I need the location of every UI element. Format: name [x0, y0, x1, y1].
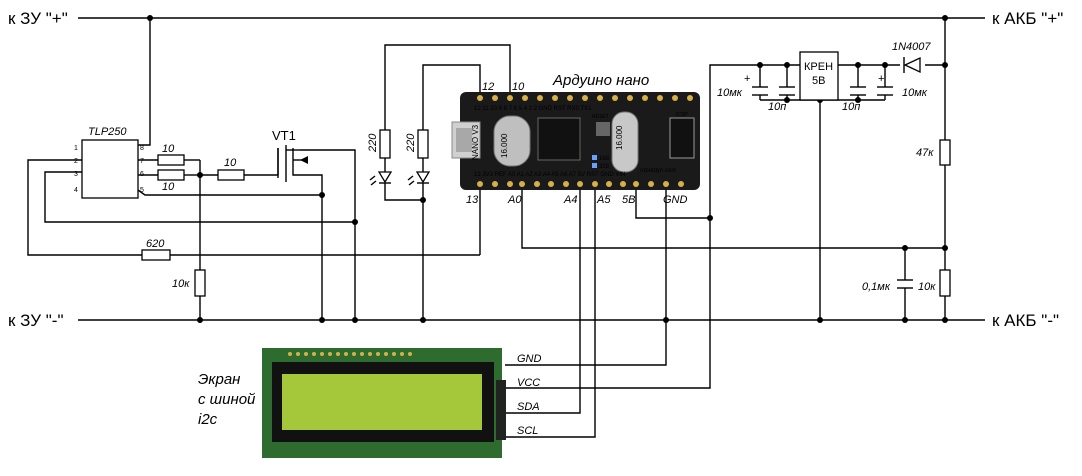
- svg-text:10к: 10к: [172, 278, 190, 290]
- svg-text:5В: 5В: [812, 75, 825, 87]
- svg-text:328: 328: [599, 164, 610, 170]
- battery-minus-label: к АКБ "-": [992, 311, 1059, 330]
- pin-12-label: 12: [482, 81, 494, 93]
- svg-text:0,1мк: 0,1мк: [862, 281, 891, 293]
- svg-text:3: 3: [74, 171, 78, 178]
- svg-text:10: 10: [162, 181, 175, 193]
- pin-13-label: 13: [466, 194, 479, 206]
- resistor-r3: 10: [217, 157, 245, 181]
- lcd-pin-scl: SCL: [517, 425, 538, 437]
- cap-0-1mk: 0,1мк: [862, 279, 913, 293]
- pin-a4-label: A4: [563, 194, 577, 206]
- resistor-10k-divider: 10к: [918, 269, 951, 297]
- svg-text:10мк: 10мк: [717, 87, 743, 99]
- svg-text:10к: 10к: [918, 281, 936, 293]
- lcd-caption-1: Экран: [198, 371, 240, 388]
- svg-text:RESET: RESET: [592, 114, 609, 120]
- svg-text:4: 4: [74, 187, 78, 194]
- svg-text:47к: 47к: [916, 147, 934, 159]
- lcd-pin-vcc: VCC: [517, 377, 540, 389]
- svg-text:robotdyn.com: robotdyn.com: [640, 168, 676, 174]
- svg-text:10: 10: [224, 157, 237, 169]
- svg-text:5: 5: [140, 187, 144, 194]
- svg-text:КРЕН: КРЕН: [804, 61, 833, 73]
- transistor-vt1: VT1: [272, 128, 308, 182]
- junction-dots: [147, 15, 948, 323]
- svg-text:168: 168: [599, 156, 610, 162]
- svg-text:NANO V3: NANO V3: [471, 124, 480, 160]
- lcd-pin-sda: SDA: [517, 401, 540, 413]
- svg-text:8: 8: [140, 145, 144, 152]
- wires: [27, 17, 985, 438]
- arduino-nano-board: Ардуино нано 16.000 16.000 RESET NANO V3…: [451, 72, 700, 190]
- svg-text:10мк: 10мк: [902, 87, 928, 99]
- svg-text:10: 10: [162, 143, 175, 155]
- svg-text:620: 620: [146, 238, 165, 250]
- svg-text:16.000: 16.000: [500, 133, 509, 158]
- resistor-47k: 47к: [916, 139, 951, 166]
- lcd-screen: [282, 374, 482, 430]
- svg-text:13 3V3 REF A0 A1 A2 A3 A4 A5 A: 13 3V3 REF A0 A1 A2 A3 A4 A5 A6 A7 5V RS…: [474, 172, 625, 178]
- svg-text:+: +: [878, 73, 884, 85]
- lcd-caption-2: с шиной: [198, 391, 256, 408]
- charger-plus-label: к ЗУ "+": [8, 9, 68, 28]
- resistor-r2: 10: [157, 169, 185, 193]
- pin-a5-label: A5: [596, 194, 611, 206]
- cap-10n-left: 10п: [768, 86, 795, 113]
- optocoupler-tlp250: TLP250 1 2 3 4 8 7 6 5: [74, 126, 144, 199]
- led-2: [407, 171, 431, 188]
- svg-text:2: 2: [74, 158, 78, 165]
- cap-10n-right: 10п: [842, 86, 866, 113]
- charger-minus-label: к ЗУ "-": [8, 311, 64, 330]
- svg-text:+: +: [744, 73, 750, 85]
- pin-gnd-label: GND: [663, 194, 688, 206]
- resistor-r1: 10: [157, 143, 185, 166]
- svg-text:12 11 10 9 8 7 6 5 4 3 2 GND R: 12 11 10 9 8 7 6 5 4 3 2 GND RST RX0 TX1: [474, 106, 592, 112]
- svg-text:220: 220: [367, 133, 379, 153]
- voltage-regulator: КРЕН 5В: [799, 51, 839, 101]
- svg-text:10п: 10п: [768, 101, 786, 113]
- resistor-r4: 620: [141, 238, 171, 261]
- svg-text:16.000: 16.000: [615, 125, 624, 150]
- pin-a0-label: A0: [507, 194, 522, 206]
- svg-text:10п: 10п: [842, 101, 860, 113]
- lcd-caption-3: i2c: [198, 411, 218, 428]
- svg-text:6: 6: [140, 171, 144, 178]
- pin-5v-label: 5В: [622, 194, 635, 206]
- tlp250-label: TLP250: [88, 126, 127, 138]
- vt1-label: VT1: [272, 128, 296, 143]
- pin-10-label: 10: [512, 81, 525, 93]
- svg-text:7: 7: [140, 158, 144, 165]
- diode-1n4007: 1N4007: [892, 41, 931, 74]
- arduino-title: Ардуино нано: [552, 72, 649, 89]
- resistor-r5: 10к: [172, 269, 206, 297]
- svg-text:1N4007: 1N4007: [892, 41, 931, 53]
- cap-10mk-right: + 10мк: [877, 73, 928, 99]
- cap-10mk-left: + 10мк: [717, 73, 768, 99]
- svg-text:1: 1: [74, 145, 78, 152]
- led-1: [369, 171, 393, 188]
- svg-text:ICSP: ICSP: [676, 112, 688, 118]
- lcd-display: [262, 348, 506, 458]
- led-resistor-1: 220: [367, 129, 391, 159]
- led-resistor-2: 220: [405, 129, 429, 159]
- lcd-pin-gnd: GND: [517, 353, 542, 365]
- svg-text:220: 220: [405, 133, 417, 153]
- battery-plus-label: к АКБ "+": [992, 9, 1063, 28]
